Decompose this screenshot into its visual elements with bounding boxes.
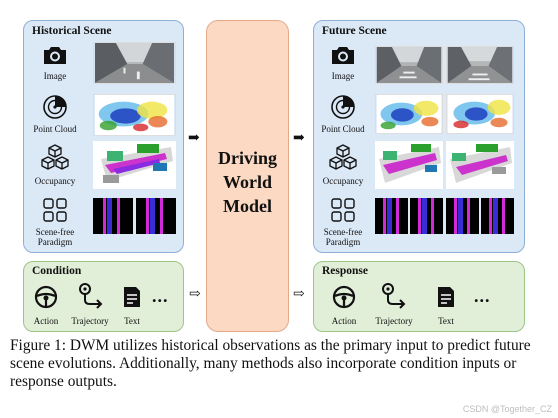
future-label-scene-free: Scene-free Paradigm bbox=[311, 227, 375, 247]
future-label-point-cloud: Point Cloud bbox=[321, 124, 365, 134]
radar-icon bbox=[331, 95, 355, 119]
future-image-thumb-1 bbox=[375, 46, 443, 84]
grid-icon bbox=[43, 198, 67, 222]
condition-panel: Condition bbox=[23, 261, 184, 332]
arrow-condition-to-model: ⇨ bbox=[189, 287, 201, 302]
cubes-icon bbox=[329, 144, 357, 170]
watermark: CSDN @Together_CZ bbox=[462, 404, 552, 414]
historical-label-point-cloud: Point Cloud bbox=[33, 124, 77, 134]
response-label-trajectory: Trajectory bbox=[375, 316, 413, 326]
historical-image-thumb bbox=[93, 42, 176, 84]
document-icon bbox=[438, 287, 454, 307]
future-occupancy-thumb-2 bbox=[446, 141, 514, 189]
historical-scene-free-thumb bbox=[93, 198, 176, 234]
future-occupancy-thumb-1 bbox=[375, 141, 443, 189]
historical-point-cloud-thumb bbox=[93, 94, 176, 136]
future-scene-title: Future Scene bbox=[322, 25, 387, 37]
historical-scene-title: Historical Scene bbox=[32, 25, 112, 37]
response-title: Response bbox=[322, 265, 369, 277]
cubes-icon bbox=[41, 144, 69, 170]
future-label-occupancy: Occupancy bbox=[322, 176, 364, 186]
camera-icon bbox=[44, 47, 66, 64]
camera-icon bbox=[332, 47, 354, 64]
steering-wheel-icon bbox=[34, 285, 58, 309]
model-title-line-3: Model bbox=[223, 196, 272, 216]
future-image-thumb-2 bbox=[446, 46, 514, 84]
route-icon bbox=[79, 283, 103, 309]
scene-free-line-1: Scene-free bbox=[35, 227, 75, 237]
radar-icon bbox=[43, 95, 67, 119]
condition-label-trajectory: Trajectory bbox=[71, 316, 109, 326]
response-label-text: Text bbox=[438, 316, 454, 326]
arrow-model-to-future: ➡ bbox=[293, 131, 305, 146]
model-title-line-2: World bbox=[222, 172, 272, 192]
grid-icon bbox=[331, 198, 355, 222]
scene-free-line-1: Scene-free bbox=[323, 227, 363, 237]
document-icon bbox=[124, 287, 140, 307]
historical-label-scene-free: Scene-free Paradigm bbox=[23, 227, 87, 247]
route-icon bbox=[382, 283, 406, 309]
response-panel: Response bbox=[313, 261, 525, 332]
historical-label-occupancy: Occupancy bbox=[34, 176, 76, 186]
historical-occupancy-thumb bbox=[93, 141, 176, 189]
future-label-image: Image bbox=[331, 71, 355, 81]
arrow-model-to-response: ⇨ bbox=[293, 287, 305, 302]
response-ellipsis: ... bbox=[474, 286, 491, 306]
condition-title: Condition bbox=[32, 265, 82, 277]
driving-world-model-title: Driving World Model bbox=[206, 146, 289, 218]
future-point-cloud-thumb-2 bbox=[446, 94, 514, 134]
condition-ellipsis: ... bbox=[152, 286, 169, 306]
scene-free-line-2: Paradigm bbox=[37, 237, 73, 247]
historical-label-image: Image bbox=[43, 71, 67, 81]
condition-label-action: Action bbox=[33, 316, 59, 326]
future-scene-free-thumb-2 bbox=[446, 198, 514, 234]
condition-label-text: Text bbox=[124, 316, 140, 326]
steering-wheel-icon bbox=[332, 285, 356, 309]
model-title-line-1: Driving bbox=[217, 148, 277, 168]
future-scene-free-thumb-1 bbox=[375, 198, 443, 234]
scene-free-line-2: Paradigm bbox=[325, 237, 361, 247]
response-label-action: Action bbox=[331, 316, 357, 326]
figure-caption: Figure 1: DWM utilizes historical observ… bbox=[10, 337, 531, 390]
arrow-historical-to-model: ➡ bbox=[188, 131, 200, 146]
driving-world-model-box bbox=[206, 20, 289, 332]
future-point-cloud-thumb-1 bbox=[375, 94, 443, 134]
